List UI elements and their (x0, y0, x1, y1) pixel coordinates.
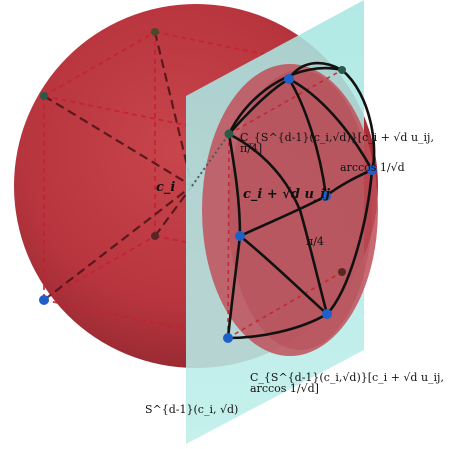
point-cap-center (321, 191, 331, 201)
arc-left-lower (226, 235, 242, 339)
arc-inner-curve (228, 132, 329, 315)
label-outer-cap: C_{S^{d-1}(c_i,√d)}[c_i + √d u_ij, arcco… (250, 371, 444, 395)
point-top (284, 74, 294, 84)
label-pi-over-4: π/4 (306, 235, 324, 248)
point-bottom-left (223, 333, 233, 343)
center-to-cap-dotted (191, 133, 230, 187)
vertex-back-bottom (151, 232, 159, 240)
arc-left (227, 133, 242, 237)
arc-center-to-top (287, 78, 328, 197)
arc-top-bulge (287, 61, 343, 80)
arc-top-to-right (288, 77, 374, 171)
vertex-back-left (40, 92, 48, 100)
points (39, 28, 377, 343)
arc-top (228, 77, 290, 135)
point-right (367, 165, 377, 175)
vertex-back-top (151, 28, 159, 36)
arc-inner-left-bottom (239, 234, 328, 315)
label-sphere: S^{d-1}(c_i, √d) (145, 403, 239, 416)
cube-edges-front (227, 69, 343, 339)
label-bold-point: c_i + √d u_ij (243, 187, 331, 202)
vertex-cap-top-left (224, 129, 234, 139)
vertex-front-left-bottom (39, 295, 49, 305)
label-inner-cap: C_{S^{d-1}(c_i,√d)}[c_i + √d u_ij, π/4] (240, 131, 434, 155)
point-bottom-right (322, 309, 332, 319)
arc-center-to-left (239, 194, 327, 238)
point-left (235, 231, 245, 241)
label-arccos-fragment: arccos 1/√d (340, 161, 405, 174)
label-center: c_i (156, 180, 176, 195)
vertex-cap-top-right (338, 66, 346, 74)
vertex-cap-bottom-right (338, 268, 346, 276)
spherical-cap (202, 64, 378, 356)
